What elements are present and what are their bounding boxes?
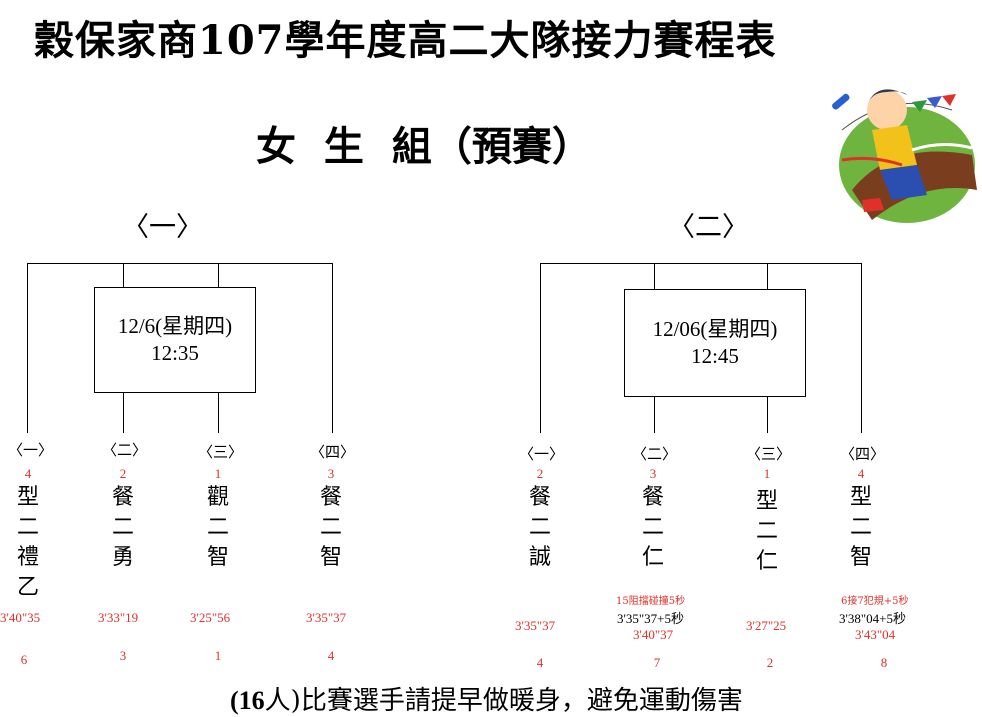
team-char: 二 — [528, 515, 551, 540]
pool-1-result: 3'35"37 — [306, 610, 347, 625]
pool-1-rank: 6 — [20, 652, 28, 667]
pool-2-result: 3'40"37 — [633, 627, 674, 642]
pool-2-team: 餐 二 誠 — [525, 483, 555, 573]
relay-runner-illustration — [832, 70, 982, 234]
pool-1-team: 型 二 禮 乙 — [13, 483, 43, 603]
team-char: 餐 — [319, 485, 342, 510]
pool-1-time: 12:35 — [151, 341, 199, 365]
pool-1-result: 3'40"35 — [0, 610, 41, 625]
pool-1-date: 12/6(星期四) — [117, 314, 233, 338]
team-char: 餐 — [111, 485, 134, 510]
pool-2-lane-label: 〈四〉 — [840, 445, 886, 463]
pool-1-rank: 3 — [119, 648, 127, 663]
team-char: 二 — [111, 515, 134, 540]
pool-1-order: 4 — [24, 466, 32, 481]
pool-2-raw-time: 3'35"37+5秒 — [617, 611, 684, 626]
team-char: 仁 — [755, 549, 778, 574]
team-char: 二 — [206, 515, 229, 540]
pool-1-label: 〈一〉 — [122, 212, 203, 243]
footer-person: 人) — [264, 686, 301, 716]
team-char: 二 — [641, 515, 664, 540]
pool-1-lane-label: 〈三〉 — [198, 443, 244, 461]
team-char: 二 — [849, 515, 872, 540]
pool-1-lane-label: 〈四〉 — [310, 443, 356, 461]
pool-2-rank: 8 — [880, 655, 888, 670]
pool-1-team: 觀 二 智 — [203, 483, 233, 573]
pool-2-order: 1 — [763, 466, 771, 481]
team-char: 智 — [206, 545, 229, 570]
pool-2-date: 12/06(星期四) — [652, 317, 778, 341]
pool-2-result: 3'35"37 — [515, 618, 556, 633]
pool-2-result: 3'43"04 — [855, 627, 896, 642]
pool-2-result: 3'27"25 — [746, 618, 787, 633]
pool-1-order: 1 — [214, 466, 222, 481]
pool-2-team: 型 二 仁 — [752, 487, 782, 577]
team-char: 二 — [319, 515, 342, 540]
pool-1-team: 餐 二 勇 — [108, 483, 138, 573]
pool-2-penalty-note: 15阻擋碰撞5秒 — [616, 596, 686, 607]
team-char: 餐 — [641, 485, 664, 510]
pool-1-lane-label: 〈二〉 — [102, 441, 148, 459]
team-char: 誠 — [528, 545, 551, 570]
pool-2-team: 型 二 智 — [846, 483, 876, 573]
pool-1-team: 餐 二 智 — [316, 483, 346, 573]
team-char: 二 — [16, 515, 39, 540]
team-char: 仁 — [641, 545, 664, 570]
pool-1-order: 2 — [119, 466, 127, 481]
pool-1-lane-label: 〈一〉 — [8, 441, 54, 459]
pool-1-rank: 1 — [214, 648, 222, 663]
team-char: 二 — [755, 519, 778, 544]
team-char: 勇 — [111, 545, 134, 570]
footer-note: (16人)比賽選手請提早做暖身，避免運動傷害 — [230, 680, 743, 717]
pool-2-order: 4 — [857, 466, 865, 481]
team-char: 型 — [755, 489, 778, 514]
team-char: 乙 — [16, 575, 39, 600]
pool-2-schedule-box: 12/06(星期四) 12:45 — [624, 289, 806, 397]
pool-2-rank: 7 — [653, 655, 661, 670]
page-subtitle: 女 生 組（預賽） — [256, 123, 592, 170]
pool-2-order: 2 — [536, 466, 544, 481]
pool-2-rank: 4 — [536, 655, 544, 670]
pool-1-schedule-box: 12/6(星期四) 12:35 — [94, 287, 256, 393]
footer-text: 比賽選手請提早做暖身，避免運動傷害 — [300, 686, 743, 716]
pool-2-lane-label: 〈三〉 — [746, 445, 792, 463]
pool-2-team: 餐 二 仁 — [638, 483, 668, 573]
pool-2-lane-label: 〈二〉 — [632, 445, 678, 463]
pool-1-order: 3 — [327, 466, 335, 481]
team-char: 觀 — [206, 485, 229, 510]
team-char: 智 — [319, 545, 342, 570]
team-char: 智 — [849, 545, 872, 570]
pool-2-rank: 2 — [766, 655, 774, 670]
pool-1-result: 3'33"19 — [98, 610, 139, 625]
team-char: 型 — [16, 485, 39, 510]
team-char: 餐 — [528, 485, 551, 510]
team-char: 型 — [849, 485, 872, 510]
pool-2-penalty-note: 6接7犯規+5秒 — [841, 596, 909, 607]
pool-2-label: 〈二〉 — [668, 212, 749, 243]
pool-2-time: 12:45 — [691, 344, 739, 368]
pool-1-rank: 4 — [327, 648, 335, 663]
pool-1-result: 3'25"56 — [190, 610, 231, 625]
pool-2-raw-time: 3'38"04+5秒 — [839, 611, 906, 626]
pool-2-order: 3 — [649, 466, 657, 481]
pool-2-lane-label: 〈一〉 — [519, 445, 565, 463]
footer-count: (16 — [230, 686, 265, 715]
team-char: 禮 — [16, 545, 39, 570]
page-title: 穀保家商107學年度高二大隊接力賽程表 — [34, 17, 777, 64]
